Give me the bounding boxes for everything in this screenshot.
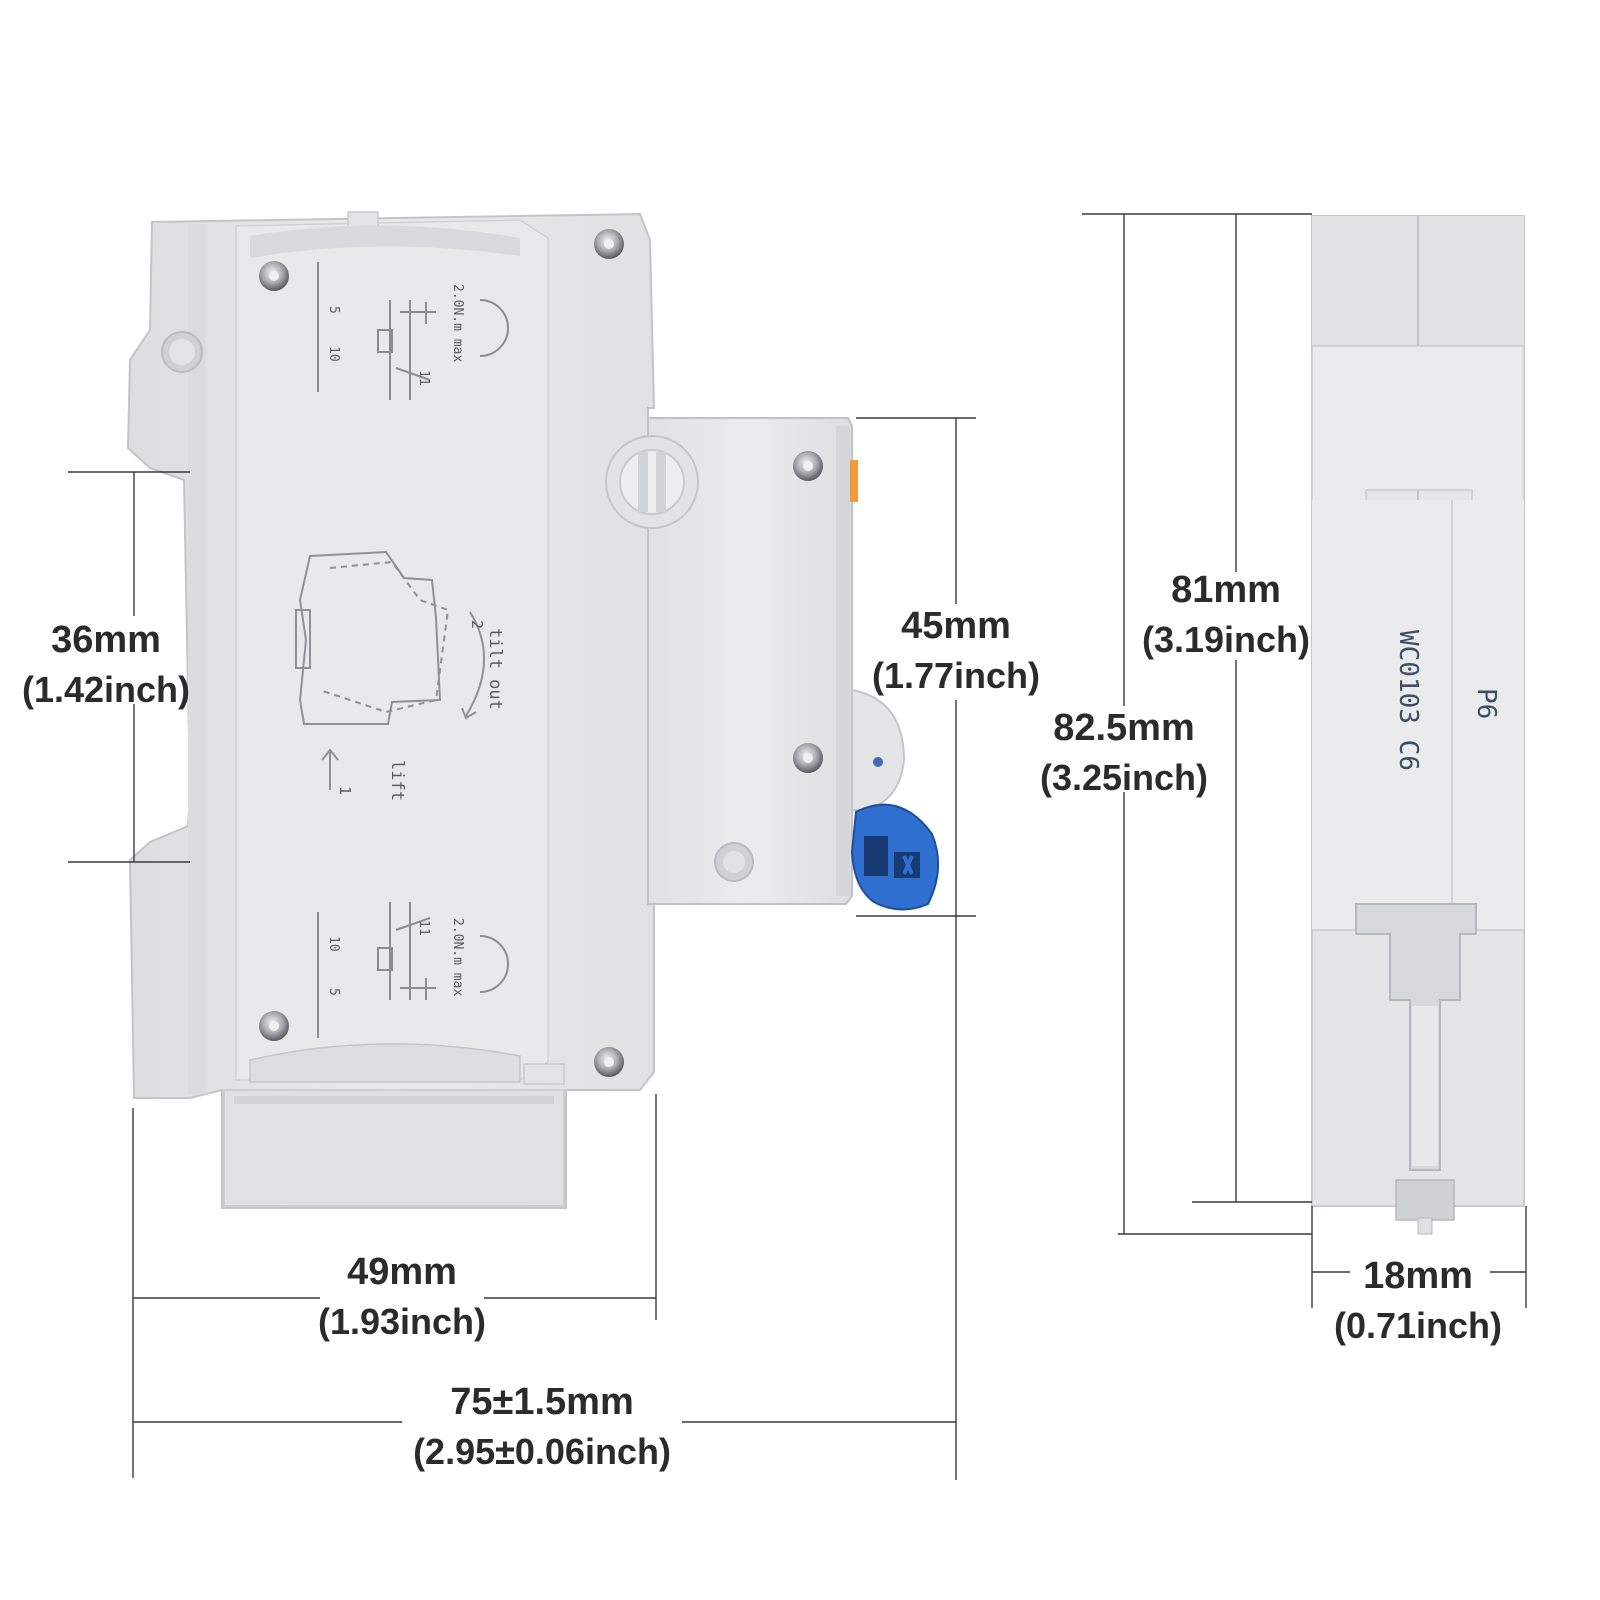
dim-45mm: 45mm bbox=[901, 605, 1011, 647]
dim-49mm: 49mm bbox=[347, 1251, 457, 1293]
dim-36mm-inch: (1.42inch) bbox=[22, 669, 190, 710]
top-cap bbox=[1311, 345, 1525, 507]
front-view-breaker: WC0103 C6 P6 bbox=[1311, 215, 1525, 1235]
release-lift-label: lift bbox=[387, 760, 407, 801]
side-inner-panel bbox=[235, 219, 549, 1081]
svg-text:11: 11 bbox=[416, 920, 431, 936]
dimension-lines bbox=[68, 213, 1527, 1480]
terminal-cover-bottom bbox=[249, 1043, 521, 1083]
dim-81mm: 81mm bbox=[1171, 569, 1281, 611]
torque-label-top: 2.0N.m max bbox=[450, 284, 465, 362]
torque-label-bottom: 2.0N.m max bbox=[450, 918, 465, 996]
dim-49mm-inch: (1.93inch) bbox=[318, 1301, 486, 1342]
svg-text:10: 10 bbox=[326, 346, 341, 362]
release-step-2: 2 bbox=[468, 620, 486, 629]
screw-icon bbox=[793, 743, 823, 773]
orange-indicator bbox=[850, 460, 858, 502]
bottom-latch bbox=[523, 1063, 565, 1085]
terminal-numbers-top: 5 10 11 bbox=[326, 306, 431, 386]
svg-text:11: 11 bbox=[416, 370, 431, 386]
pole-marking: P6 bbox=[1471, 688, 1501, 719]
terminal-window-top bbox=[250, 225, 520, 258]
dim-45mm-inch: (1.77inch) bbox=[872, 655, 1040, 696]
dimension-labels: 36mm (1.42inch) 45mm (1.77inch) 49mm (1.… bbox=[22, 569, 1502, 1472]
wiring-symbol-top bbox=[317, 262, 509, 400]
dim-81mm-inch: (3.19inch) bbox=[1142, 619, 1310, 660]
svg-text:5: 5 bbox=[326, 988, 341, 996]
screw-icon bbox=[594, 229, 624, 259]
dim-82-5mm: 82.5mm bbox=[1053, 707, 1195, 749]
wiring-symbol-bottom bbox=[317, 902, 509, 1038]
dim-75mm: 75±1.5mm bbox=[450, 1381, 634, 1423]
dim-75mm-inch: (2.95±0.06inch) bbox=[413, 1431, 671, 1472]
screw-icon bbox=[259, 1011, 289, 1041]
screw-icon bbox=[793, 451, 823, 481]
screw-icon bbox=[594, 1047, 624, 1077]
front-protrusion bbox=[647, 417, 853, 905]
dim-18mm-inch: (0.71inch) bbox=[1334, 1305, 1502, 1346]
model-code: WC0103 C6 bbox=[1393, 630, 1423, 771]
side-view-breaker: 2.0N.m max 5 10 11 2.0N.m max 5 10 11 bbox=[126, 211, 940, 1209]
dim-18mm: 18mm bbox=[1363, 1255, 1473, 1297]
release-step-1: 1 bbox=[336, 786, 354, 795]
screw-icon bbox=[259, 261, 289, 291]
toggle-handle bbox=[850, 688, 940, 911]
din-rail-groove bbox=[188, 224, 206, 1094]
svg-text:10: 10 bbox=[326, 936, 341, 952]
dim-82-5mm-inch: (3.25inch) bbox=[1040, 757, 1208, 798]
release-knob bbox=[605, 435, 699, 529]
bottom-clip bbox=[223, 1089, 565, 1207]
release-tilt-label: tilt out bbox=[485, 628, 505, 710]
release-diagram bbox=[295, 550, 486, 790]
terminal-numbers-bottom: 5 10 11 bbox=[326, 920, 431, 996]
svg-text:5: 5 bbox=[326, 306, 341, 314]
dim-36mm: 36mm bbox=[51, 619, 161, 661]
